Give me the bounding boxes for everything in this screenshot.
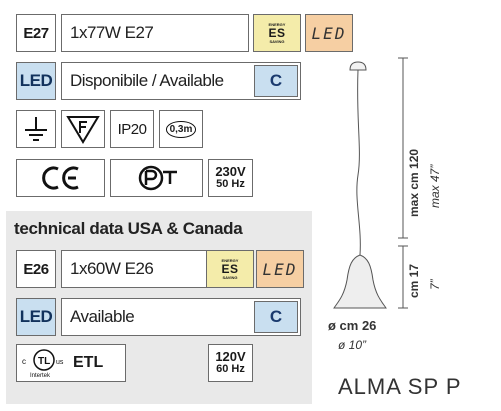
energy-label-top: ENERGY [268,22,286,27]
energy-label-mid-usa: ES [221,262,239,276]
etl-logo-icon: TL c us Intertek [22,349,64,379]
voltage-value-eu: 230V [215,164,246,179]
frequency-value-usa: 60 Hz [216,363,245,375]
shade-height-imperial: 7” [428,279,442,290]
etl-label: ETL [73,354,104,371]
etl-intertek-label: Intertek [30,373,51,379]
led-lamp-icon: LED [305,14,353,52]
etl-us-label: us [56,359,64,366]
svg-text:TL: TL [38,356,50,367]
energy-saving-icon-usa: ENERGY ES SAVING [206,250,254,288]
voltage-value-usa: 120V [215,349,246,364]
distance-label: 0,3m [165,120,197,138]
etl-c-label: c [22,357,26,366]
energy-class-eu: C [254,65,298,97]
led-code-eu: LED [16,62,56,100]
diameter-metric: ø cm 26 [328,318,377,333]
diameter-imperial: ø 10” [338,338,367,352]
ip-rating: IP20 [110,110,154,148]
product-name: ALMA SP P [338,374,462,399]
bulb-code-eu: E27 [16,14,56,52]
usa-canada-title: technical data USA & Canada [14,219,243,238]
frequency-value-eu: 50 Hz [216,178,245,190]
bulb-desc-eu: 1x77W E27 [61,14,249,52]
ce-mark-icon [16,159,105,197]
led-lamp-icon-usa: LED [256,250,304,288]
distance-icon: 0,3m [159,110,203,148]
energy-label-mid: ES [268,26,286,40]
voltage-usa: 120V 60 Hz [208,344,253,382]
shade-height-metric: cm 17 [407,263,421,298]
voltage-eu: 230V 50 Hz [208,159,253,197]
ground-symbol-icon [16,110,56,148]
height-imperial: max 47” [428,164,442,208]
pct-mark-icon [110,159,203,197]
etl-listed-mark: TL c us Intertek ETL [16,344,126,382]
energy-label-bottom-usa: SAVING [222,275,238,280]
f-mark-icon [61,110,105,148]
led-code-usa: LED [16,298,56,336]
energy-saving-icon: ENERGY ES SAVING [253,14,301,52]
energy-label-top-usa: ENERGY [221,258,239,263]
energy-label-bottom: SAVING [269,39,285,44]
energy-class-usa: C [254,301,298,333]
bulb-code-usa: E26 [16,250,56,288]
height-metric: max cm 120 [407,148,421,217]
